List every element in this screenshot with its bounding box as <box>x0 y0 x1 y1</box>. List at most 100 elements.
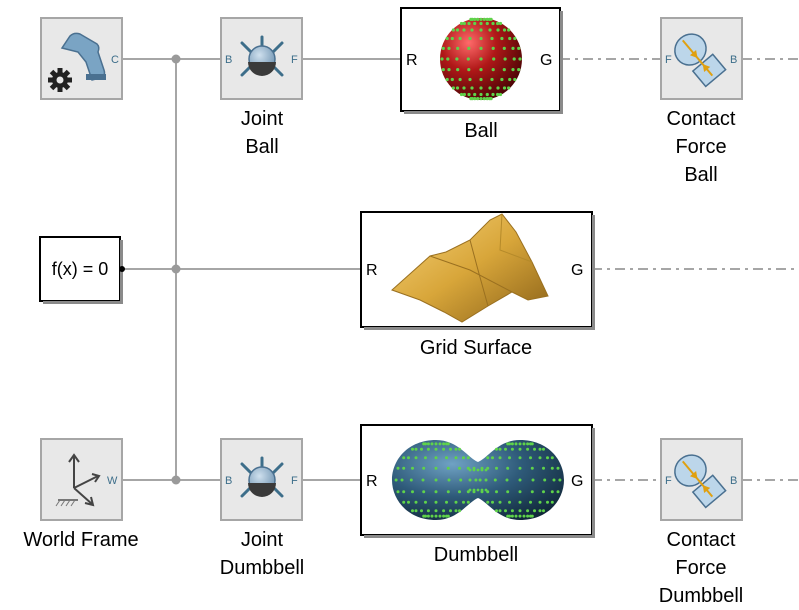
contact-point-dot <box>479 21 483 26</box>
world-frame-label[interactable]: World Frame <box>23 529 139 551</box>
contact-force-ball-port-f: F <box>665 54 672 66</box>
contact-point-dot <box>491 500 494 504</box>
constraint-port <box>119 266 125 272</box>
contact-point-dot <box>424 514 427 518</box>
contact-point-dot <box>530 442 534 446</box>
contact-point-dot <box>411 466 414 470</box>
contact-point-dot <box>495 490 498 494</box>
grid-surface-label[interactable]: Grid Surface <box>419 337 533 359</box>
dumbbell-label[interactable]: Dumbbell <box>433 544 519 566</box>
contact-point-dot <box>466 57 470 61</box>
contact-point-dot <box>507 86 511 90</box>
contact-force-dumbbell-port-b: B <box>730 475 737 487</box>
contact-point-dot <box>529 456 532 460</box>
contact-point-dot <box>489 97 493 101</box>
contact-point-dot <box>556 490 560 494</box>
solver-configuration-block[interactable]: C <box>40 17 123 100</box>
grid-surface-block[interactable]: R G <box>360 211 595 330</box>
ball-contact-points <box>440 17 522 101</box>
contact-point-dot <box>485 97 489 101</box>
dumbbell-block[interactable]: R G <box>360 424 595 538</box>
contact-point-dot <box>467 68 471 72</box>
contact-point-dot <box>508 456 511 460</box>
ball-label[interactable]: Ball <box>464 120 498 142</box>
contact-point-dot <box>450 77 454 82</box>
contact-force-dumbbell-block[interactable]: F B <box>660 438 743 521</box>
contact-point-dot <box>518 490 522 494</box>
contact-point-dot <box>542 509 545 513</box>
contact-point-dot <box>426 509 430 513</box>
contact-point-dot <box>426 447 430 451</box>
contact-point-dot <box>484 468 488 472</box>
contact-point-dot <box>512 57 516 61</box>
joint-dumbbell-label[interactable]: Joint Dumbbell <box>219 529 305 579</box>
ball-block[interactable]: R G <box>400 7 563 114</box>
contact-point-dot <box>479 46 483 51</box>
dumbbell-contact-points <box>394 442 562 518</box>
contact-force-ball-port-b: B <box>730 54 737 66</box>
contact-point-dot <box>462 456 465 460</box>
contact-point-dot <box>496 86 500 90</box>
joint-dumbbell-block[interactable]: B F <box>220 438 303 521</box>
contact-point-dot <box>530 490 534 494</box>
contact-point-dot <box>476 488 480 492</box>
robot-arm-icon <box>60 32 106 81</box>
contact-point-dot <box>506 466 510 470</box>
contact-point-dot <box>458 490 461 494</box>
contact-point-dot <box>479 77 483 82</box>
contact-point-dot <box>451 28 455 32</box>
contact-point-dot <box>470 17 474 21</box>
dumbbell-port-r: R <box>366 473 378 490</box>
contact-point-dot <box>526 442 530 446</box>
contact-point-dot <box>526 509 530 513</box>
world-frame-block[interactable]: W <box>40 438 123 521</box>
contact-point-dot <box>446 490 450 494</box>
constraint-label: f(x) = 0 <box>52 259 109 279</box>
contact-point-dot <box>491 92 495 97</box>
contact-point-dot <box>491 46 495 51</box>
joint-ball-block[interactable]: B F <box>220 17 303 100</box>
joint-ball-label[interactable]: Joint Ball <box>240 108 284 158</box>
junction-dot-bottom <box>171 475 181 485</box>
ball-port-g: G <box>540 52 552 69</box>
contact-point-dot <box>508 36 512 41</box>
gear-icon <box>48 68 72 92</box>
contact-force-ball-block[interactable]: F B <box>660 17 743 100</box>
contact-point-dot <box>503 57 507 61</box>
contact-point-dot <box>470 86 474 90</box>
contact-point-dot <box>504 447 507 451</box>
contact-point-dot <box>454 500 458 504</box>
contact-force-dumbbell-label[interactable]: Contact Force Dumbbell <box>658 529 744 607</box>
contact-point-dot <box>449 509 452 513</box>
contact-point-dot <box>517 68 521 72</box>
contact-point-dot <box>467 92 471 97</box>
contact-point-dot <box>468 36 472 41</box>
contact-point-dot <box>442 442 446 446</box>
contact-point-dot <box>542 466 545 470</box>
contact-point-dot <box>479 97 483 101</box>
contact-point-dot <box>470 28 474 32</box>
contact-point-dot <box>445 456 448 460</box>
contact-point-dot <box>468 77 472 82</box>
contact-force-icon <box>674 454 727 509</box>
contact-point-dot <box>455 57 459 61</box>
contact-point-dot <box>546 456 549 460</box>
constraint-block[interactable]: f(x) = 0 <box>39 236 125 304</box>
contact-point-dot <box>508 514 511 518</box>
spherical-joint-icon <box>240 35 284 77</box>
contact-point-dot <box>459 21 464 26</box>
contact-point-dot <box>546 500 549 504</box>
contact-point-dot <box>498 456 502 460</box>
contact-point-dot <box>490 36 494 41</box>
contact-point-dot <box>394 478 398 482</box>
contact-point-dot <box>426 442 430 446</box>
contact-point-dot <box>434 442 438 446</box>
contact-point-dot <box>414 500 418 504</box>
contact-point-dot <box>456 46 460 51</box>
contact-point-dot <box>441 68 445 72</box>
contact-point-dot <box>454 456 458 460</box>
contact-point-dot <box>498 500 502 504</box>
contact-point-dot <box>510 509 514 513</box>
contact-point-dot <box>396 490 400 494</box>
contact-force-ball-label[interactable]: Contact Force Ball <box>666 108 736 186</box>
